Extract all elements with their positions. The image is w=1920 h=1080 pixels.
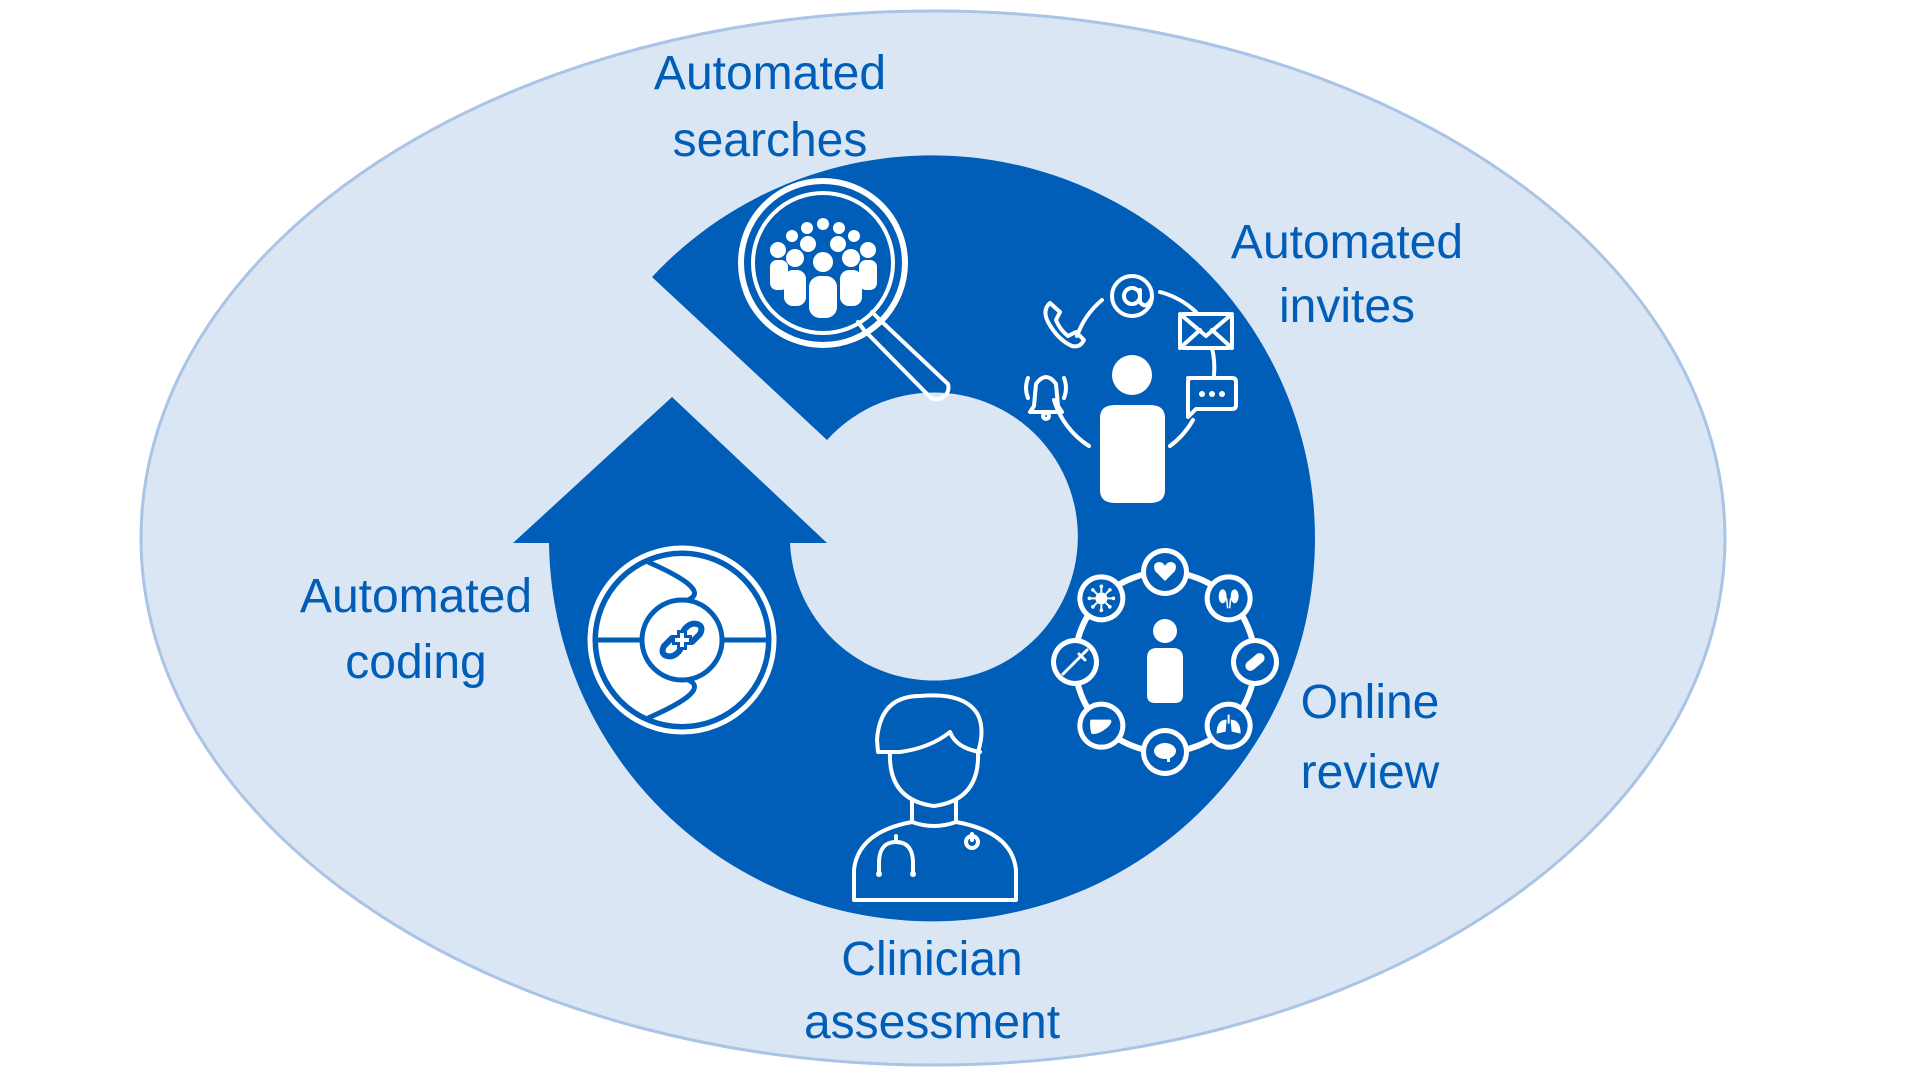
stage-label-coding: Automated coding (300, 570, 532, 689)
stage-label-line: Automated (1231, 216, 1463, 269)
syringe-icon (1051, 638, 1099, 686)
clinician-stethoscope-icon (852, 693, 1018, 902)
liver-icon (1077, 701, 1126, 750)
stage-label-review: Online review (1301, 676, 1440, 799)
cycle-arrowhead (513, 397, 827, 543)
bell-icon (1024, 375, 1068, 421)
stage-label-searches: Automated searches (654, 47, 886, 167)
kidneys-icon (1204, 574, 1253, 623)
stage-label-line: Online (1301, 676, 1440, 729)
stage-label-line: review (1301, 746, 1440, 799)
at-sign-icon (1110, 274, 1154, 318)
chat-bubble-icon (1186, 376, 1238, 419)
envelope-icon (1178, 312, 1234, 350)
heart-icon (1141, 548, 1189, 596)
person-organ-ring-icon (1051, 548, 1279, 776)
person-contact-channels-icon (1024, 274, 1238, 503)
stage-label-line: searches (673, 114, 868, 167)
stage-label-line: assessment (804, 996, 1060, 1049)
brain-icon (1141, 728, 1189, 776)
outer-ellipse (139, 9, 1727, 1067)
lungs-icon (1204, 701, 1253, 750)
magnifier-crowd-icon (738, 178, 951, 402)
stage-label-line: coding (345, 636, 486, 689)
stage-label-line: Automated (654, 47, 886, 100)
coding-disc-link-icon (587, 545, 777, 735)
phone-icon (1043, 301, 1086, 349)
virus-icon (1077, 574, 1126, 623)
stage-label-assessment: Clinician assessment (804, 933, 1060, 1049)
stage-label-invites: Automated invites (1231, 216, 1463, 333)
stage-label-line: Automated (300, 570, 532, 623)
stage-label-line: Clinician (841, 933, 1022, 986)
stage-label-line: invites (1279, 280, 1415, 333)
pill-icon (1231, 638, 1279, 686)
